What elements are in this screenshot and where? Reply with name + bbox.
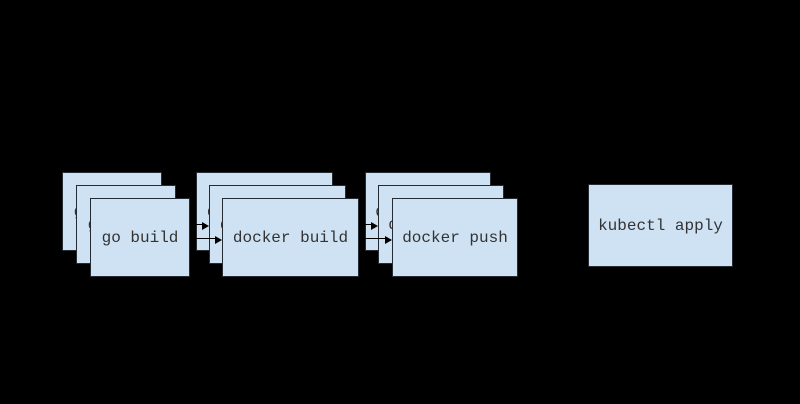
docker-build-box-front: docker build	[222, 198, 359, 277]
kubectl-apply-label: kubectl apply	[598, 216, 723, 235]
docker-push-label: docker push	[402, 228, 508, 247]
kubectl-apply-box: kubectl apply	[588, 184, 733, 267]
arrow-docker-build-to-docker-push-front	[359, 235, 392, 244]
docker-build-label: docker build	[232, 228, 349, 247]
go-build-label: go build	[101, 228, 179, 247]
docker-push-box-front: docker push	[392, 198, 518, 277]
arrow-go-build-to-docker-build-front	[189, 235, 222, 244]
go-build-box-front: go build	[90, 198, 190, 277]
